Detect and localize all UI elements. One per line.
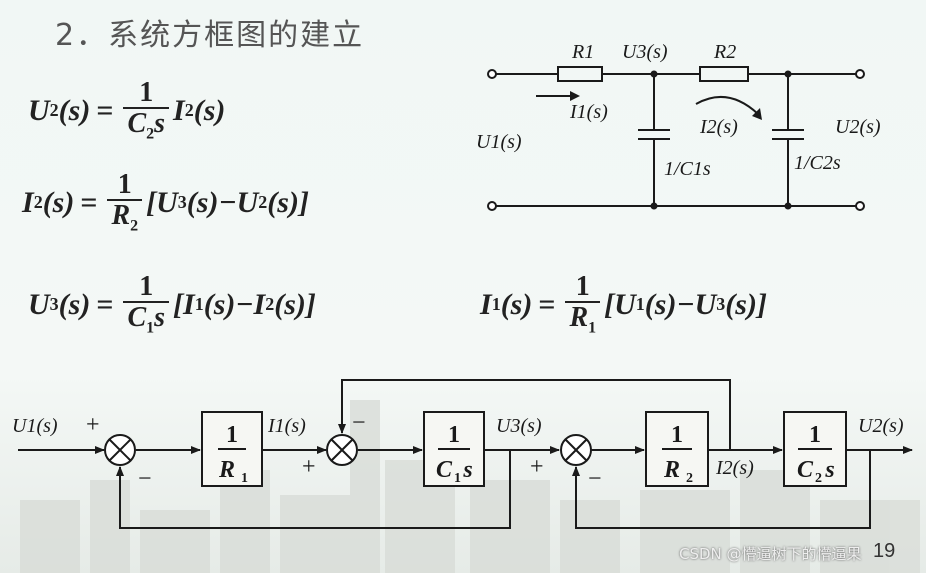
rc-circuit: R1 U3(s) R2 I1(s) I2(s) U1(s) U2(s) 1/C1… bbox=[470, 30, 890, 225]
section-title: 2．系统方框图的建立 bbox=[55, 10, 364, 54]
sign-plus: + bbox=[302, 454, 316, 480]
summing-junction-3 bbox=[561, 435, 591, 465]
fraction: 1 C2s bbox=[123, 78, 169, 144]
terminal-out-bottom bbox=[856, 202, 864, 210]
terminal-in-bottom bbox=[488, 202, 496, 210]
label-c2: 1/C2s bbox=[794, 152, 841, 174]
fraction: 1 R2 bbox=[107, 170, 142, 236]
signal-u1: U1(s) bbox=[12, 415, 58, 437]
resistor-r2 bbox=[700, 67, 748, 81]
svg-text:1: 1 bbox=[809, 422, 821, 448]
signal-i1: I1(s) bbox=[267, 415, 306, 437]
svg-text:R: R bbox=[663, 457, 680, 483]
label-u1: U1(s) bbox=[476, 131, 522, 153]
svg-text:1: 1 bbox=[448, 422, 460, 448]
svg-text:s: s bbox=[824, 457, 834, 483]
svg-text:1: 1 bbox=[226, 422, 238, 448]
resistor-r1 bbox=[558, 67, 602, 81]
svg-text:2: 2 bbox=[686, 471, 693, 486]
svg-text:1: 1 bbox=[454, 471, 461, 486]
signal-u3: U3(s) bbox=[496, 415, 542, 437]
svg-text:C: C bbox=[797, 457, 814, 483]
svg-text:R: R bbox=[218, 457, 235, 483]
terminal-in-top bbox=[488, 70, 496, 78]
summing-junction-1 bbox=[105, 435, 135, 465]
svg-text:1: 1 bbox=[671, 422, 683, 448]
label-i1: I1(s) bbox=[569, 101, 608, 123]
watermark: CSDN @懵逼树下的懵逼果 bbox=[679, 543, 862, 564]
svg-text:2: 2 bbox=[815, 471, 822, 486]
node-u3 bbox=[651, 71, 658, 78]
block-diagram: 1 R 1 1 C 1 s 1 R 2 1 C 2 s U1(s) I1(s) … bbox=[0, 370, 926, 540]
node bbox=[651, 203, 658, 210]
label-r2: R2 bbox=[713, 41, 736, 63]
fraction: 1 C1s bbox=[123, 272, 169, 338]
label-u3: U3(s) bbox=[622, 41, 668, 63]
fraction: 1 R1 bbox=[565, 272, 600, 338]
node bbox=[785, 203, 792, 210]
signal-i2: I2(s) bbox=[715, 457, 754, 479]
svg-text:s: s bbox=[462, 457, 472, 483]
sign-plus: + bbox=[530, 454, 544, 480]
summing-junction-2 bbox=[327, 435, 357, 465]
svg-text:C: C bbox=[436, 457, 453, 483]
sign-minus: − bbox=[588, 466, 602, 492]
label-c1: 1/C1s bbox=[664, 158, 711, 180]
label-u2: U2(s) bbox=[835, 116, 881, 138]
label-i2: I2(s) bbox=[699, 116, 738, 138]
terminal-out-top bbox=[856, 70, 864, 78]
node bbox=[785, 71, 792, 78]
page-number: 19 bbox=[873, 540, 895, 563]
label-r1: R1 bbox=[571, 41, 594, 63]
sign-plus: + bbox=[86, 412, 100, 438]
signal-u2: U2(s) bbox=[858, 415, 904, 437]
sign-minus: − bbox=[138, 466, 152, 492]
svg-text:1: 1 bbox=[241, 471, 248, 486]
sign-minus: − bbox=[352, 410, 366, 436]
